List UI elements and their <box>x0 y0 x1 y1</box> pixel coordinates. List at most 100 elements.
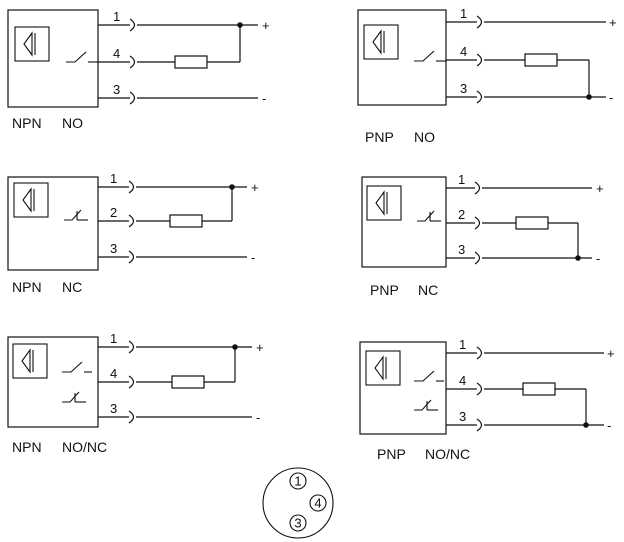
diagram-pnp-no: 1 4 3 + - PNP NO <box>357 6 617 145</box>
normally-closed-switch-icon <box>414 399 438 411</box>
output-type-label: PNP <box>365 129 394 145</box>
polarity-negative: - <box>251 250 255 265</box>
switch-mode-label: NO <box>62 115 83 131</box>
pin-number: 1 <box>110 331 117 346</box>
wire-terminal-icon <box>474 216 481 230</box>
pin-number: 3 <box>110 401 117 416</box>
load-resistor <box>524 53 558 67</box>
sensor-body <box>7 336 99 428</box>
pin-number: 3 <box>110 241 117 256</box>
output-type-label: NPN <box>12 439 42 455</box>
pin-number: 3 <box>458 242 465 257</box>
normally-open-switch-icon <box>66 51 98 63</box>
polarity-negative: - <box>596 251 600 266</box>
load-resistor <box>174 55 208 69</box>
polarity-positive: + <box>596 181 604 196</box>
wire-terminal-icon <box>128 340 135 354</box>
wire-terminal-icon <box>476 15 483 29</box>
pin-number: 1 <box>458 172 465 187</box>
pin-number: 1 <box>110 171 117 186</box>
wire-terminal-icon <box>129 18 136 32</box>
load-resistor <box>522 382 556 396</box>
junction-dot <box>583 422 589 428</box>
junction-dot <box>232 344 238 350</box>
polarity-negative: - <box>609 90 613 105</box>
wire-terminal-icon <box>128 214 135 228</box>
pin-number: 3 <box>113 82 120 97</box>
polarity-positive: + <box>251 180 259 195</box>
sensor-coil-icon <box>366 185 402 221</box>
normally-open-switch-icon <box>414 370 444 382</box>
wire-terminal-icon <box>474 251 481 265</box>
pin-number: 1 <box>113 9 120 24</box>
pin-number: 3 <box>460 81 467 96</box>
load-resistor <box>515 216 549 230</box>
sensor-coil-icon <box>12 343 48 379</box>
connector-pin: 1 <box>289 472 307 490</box>
sensor-coil-icon <box>14 26 50 62</box>
pin-number: 2 <box>110 205 117 220</box>
sensor-body <box>359 341 447 435</box>
polarity-positive: + <box>256 340 264 355</box>
connector-face <box>262 467 334 539</box>
svg-text:4: 4 <box>314 496 321 511</box>
pin-number: 1 <box>460 6 467 21</box>
sensor-coil-icon <box>13 182 49 218</box>
svg-text:3: 3 <box>294 516 301 531</box>
diagram-npn-no-nc: 1 4 3 + - NPN NO/NC <box>7 331 264 455</box>
pin-number: 1 <box>459 337 466 352</box>
pin-number: 4 <box>460 44 467 59</box>
pin-number: 4 <box>110 366 117 381</box>
output-type-label: PNP <box>370 282 399 298</box>
sensor-body <box>7 176 99 271</box>
connector-pinout: 1 4 3 <box>262 467 334 539</box>
wire-terminal-icon <box>476 90 483 104</box>
wire-terminal-icon <box>128 250 135 264</box>
wire-terminal-icon <box>129 55 136 69</box>
polarity-negative: - <box>256 410 260 425</box>
svg-text:1: 1 <box>294 474 301 489</box>
pin-number: 4 <box>459 373 466 388</box>
load-resistor <box>171 375 205 389</box>
junction-dot <box>229 184 235 190</box>
normally-open-switch-icon <box>62 361 92 373</box>
sensor-body <box>7 9 99 108</box>
output-type-label: PNP <box>377 446 406 462</box>
polarity-positive: + <box>262 18 270 33</box>
normally-closed-switch-icon <box>417 210 441 222</box>
normally-closed-switch-icon <box>64 209 88 221</box>
switch-mode-label: NC <box>418 282 438 298</box>
junction-dot <box>586 94 592 100</box>
wire-terminal-icon <box>476 53 483 67</box>
sensor-coil-icon <box>365 350 401 386</box>
normally-closed-switch-icon <box>62 391 86 403</box>
normally-open-switch-icon <box>414 50 446 62</box>
polarity-positive: + <box>609 15 617 30</box>
pin-number: 4 <box>113 46 120 61</box>
connector-pin: 3 <box>289 514 307 532</box>
wire-terminal-icon <box>476 346 483 360</box>
diagram-pnp-nc: 1 2 3 + - PNP NC <box>361 172 604 298</box>
diagram-pnp-no-nc: 1 4 3 + - PNP NO/NC <box>359 337 615 462</box>
sensor-coil-icon <box>363 24 399 60</box>
junction-dot <box>237 22 243 28</box>
wire-terminal-icon <box>128 410 135 424</box>
wire-terminal-icon <box>476 382 483 396</box>
pin-number: 3 <box>459 409 466 424</box>
polarity-negative: - <box>607 418 611 433</box>
diagram-npn-no: 1 4 3 + - NPN NO <box>7 9 270 131</box>
pin-number: 2 <box>458 207 465 222</box>
switch-mode-label: NO/NC <box>62 439 107 455</box>
switch-mode-label: NO <box>414 129 435 145</box>
polarity-positive: + <box>607 346 615 361</box>
sensor-body <box>357 9 447 106</box>
wire-terminal-icon <box>474 181 481 195</box>
wire-terminal-icon <box>128 375 135 389</box>
junction-dot <box>575 255 581 261</box>
wire-terminal-icon <box>128 180 135 194</box>
switch-mode-label: NO/NC <box>425 446 470 462</box>
connector-pin: 4 <box>309 494 327 512</box>
switch-mode-label: NC <box>62 279 82 295</box>
output-type-label: NPN <box>12 115 42 131</box>
